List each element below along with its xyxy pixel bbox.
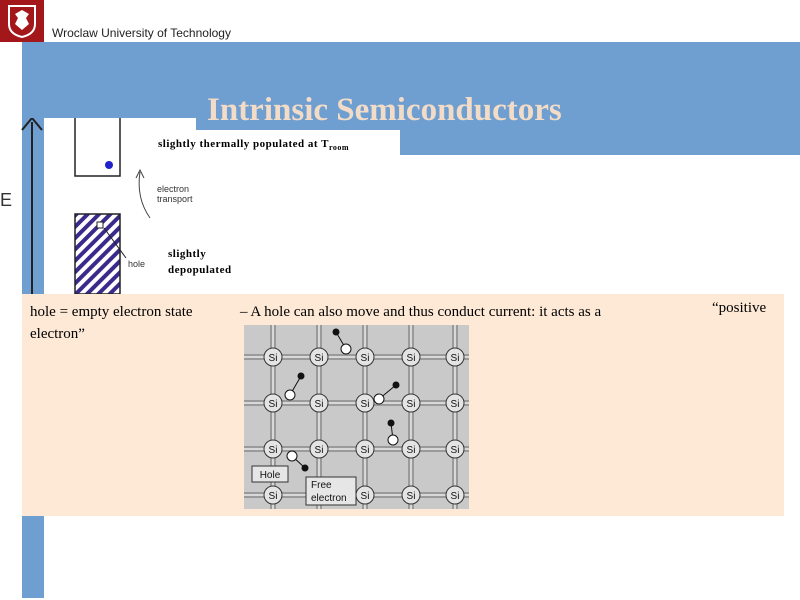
- electron-dot: [105, 161, 113, 169]
- depopulated-note: slightly depopulated: [168, 246, 232, 278]
- si-atom: [309, 393, 329, 413]
- thermal-note-text: slightly thermally populated at T: [158, 138, 329, 150]
- electron-dot: [387, 419, 395, 427]
- si-atom: [401, 393, 421, 413]
- si-atom: [263, 347, 283, 367]
- transport-label: electron transport: [157, 184, 193, 204]
- si-atom: [445, 347, 465, 367]
- hole-circle: [340, 343, 352, 355]
- si-atom-label: Si: [315, 399, 324, 410]
- hole-label-box: [251, 465, 289, 483]
- transport-arrow: [138, 171, 151, 219]
- header-subband-right: [400, 118, 800, 155]
- si-atom-label: Si: [451, 445, 460, 456]
- si-atom-label: Si: [361, 445, 370, 456]
- energy-axis-label: E: [0, 190, 13, 210]
- si-atom: [355, 393, 375, 413]
- depopulated-note-line1: slightly: [168, 248, 207, 260]
- si-atom: [401, 347, 421, 367]
- free-electron-text-2: electron: [311, 493, 347, 504]
- hole-marker: [96, 221, 104, 229]
- positive-quote-text: “positive: [712, 300, 767, 316]
- si-atom: [309, 347, 329, 367]
- eagle-crest-icon: [8, 5, 36, 38]
- si-atom-label: Si: [269, 399, 278, 410]
- transport-label-line1: electron: [157, 184, 190, 194]
- si-atom-label: Si: [451, 399, 460, 410]
- hole-circle: [286, 450, 298, 462]
- university-name: Wroclaw University of Technology: [52, 26, 231, 40]
- electron-quote-text: electron”: [30, 326, 85, 342]
- free-electron-text-1: Free: [311, 480, 332, 491]
- hole-circle: [373, 393, 385, 405]
- header-band: [44, 42, 800, 118]
- si-atom-label: Si: [451, 491, 460, 502]
- conduction-band: [74, 118, 121, 177]
- si-atom-label: Si: [269, 445, 278, 456]
- si-atom: [355, 439, 375, 459]
- si-atom: [445, 485, 465, 505]
- si-atom-label: Si: [315, 445, 324, 456]
- si-atom-label: Si: [451, 353, 460, 364]
- si-atom: [445, 393, 465, 413]
- si-atom-label: Si: [407, 353, 416, 364]
- si-atom-label: Si: [407, 445, 416, 456]
- slide-title: Intrinsic Semiconductors: [207, 92, 562, 128]
- si-atom: [263, 439, 283, 459]
- si-atom: [309, 439, 329, 459]
- si-atom-label: Si: [407, 399, 416, 410]
- hole-definition: hole = empty electron state: [30, 304, 193, 320]
- university-logo: [0, 0, 44, 42]
- si-atom: [401, 485, 421, 505]
- si-atom: [355, 347, 375, 367]
- transport-arrow-head-icon: [135, 168, 145, 179]
- electron-dot: [332, 328, 340, 336]
- transport-label-line2: transport: [157, 194, 193, 204]
- si-atom-label: Si: [361, 491, 370, 502]
- si-atom-label: Si: [269, 353, 278, 364]
- free-electron-box: [305, 476, 357, 506]
- hole-circle: [387, 434, 399, 446]
- hole-pointer: [103, 227, 127, 259]
- thermal-note: slightly thermally populated at Troom: [158, 138, 349, 152]
- header-subband: [196, 118, 400, 130]
- depopulated-note-line2: depopulated: [168, 264, 232, 276]
- electron-dot: [301, 464, 309, 472]
- hole-label: hole: [128, 259, 146, 269]
- silicon-lattice-figure: SiSiSiSiSiSiSiSiSiSiSiSiSiSiSiSiSiSiSiSi…: [244, 325, 469, 509]
- si-atom: [263, 485, 283, 505]
- energy-axis-arrow-icon: [21, 118, 43, 131]
- band-diagram: [21, 118, 151, 294]
- hole-conduction-text: – A hole can also move and thus conduct …: [240, 304, 602, 320]
- si-atom-label: Si: [269, 491, 278, 502]
- si-atom-label: Si: [361, 399, 370, 410]
- si-atom: [401, 439, 421, 459]
- hole-label-text: Hole: [260, 470, 281, 481]
- si-atom-label: Si: [361, 353, 370, 364]
- electron-dot: [297, 372, 305, 380]
- si-atom-label: Si: [315, 353, 324, 364]
- hole-circle: [284, 389, 296, 401]
- si-atom-label: Si: [407, 491, 416, 502]
- si-atom: [263, 393, 283, 413]
- si-atom: [445, 439, 465, 459]
- electron-dot: [392, 381, 400, 389]
- lattice-svg: SiSiSiSiSiSiSiSiSiSiSiSiSiSiSiSiSiSiSiSi…: [244, 325, 469, 509]
- thermal-note-subscript: room: [328, 143, 350, 153]
